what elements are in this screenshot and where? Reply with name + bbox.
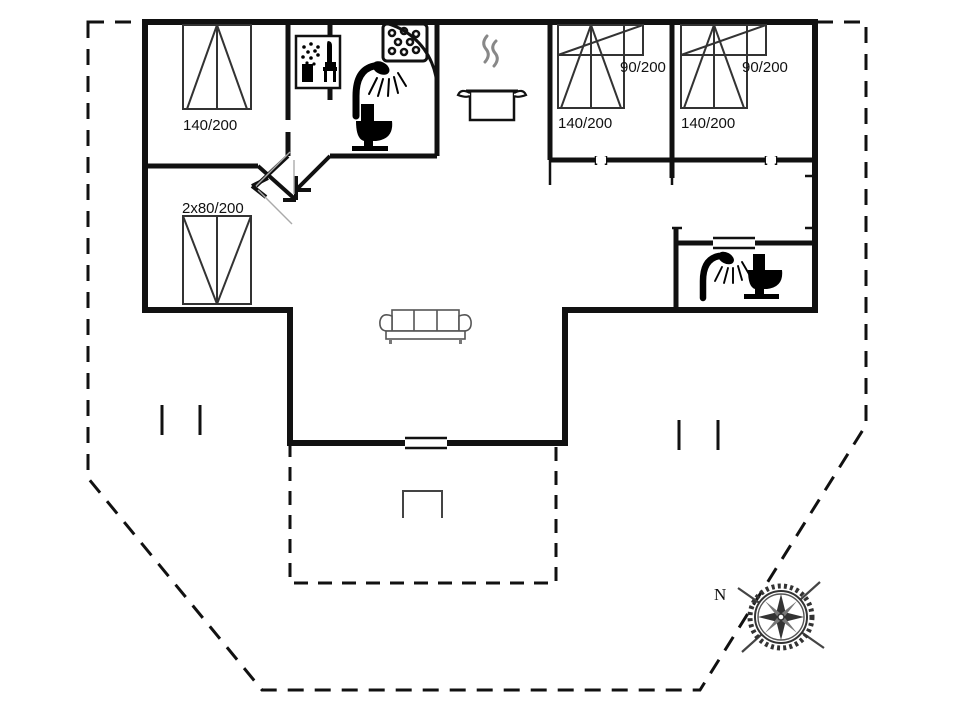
bed-bunk-left — [182, 215, 252, 305]
compass-rose-icon — [737, 581, 825, 653]
plot-boundary — [86, 20, 868, 692]
bed-label-bedroom3-main: 140/200 — [681, 115, 735, 132]
bed-bedroom2-single — [557, 24, 644, 56]
terrace-step — [402, 490, 443, 518]
doorway-gaps — [405, 156, 776, 447]
bed-label-bedroom2-main: 140/200 — [558, 115, 612, 132]
terrace-outline — [288, 443, 558, 585]
house-outer-walls — [142, 19, 818, 446]
north-label: N — [714, 585, 726, 604]
toilet-icon-bathroom1 — [352, 104, 393, 151]
shower-icon-bathroom2 — [699, 251, 750, 302]
bed-bedroom3-single — [680, 24, 767, 56]
ground-marker-right — [677, 420, 720, 450]
bed-master-left — [182, 24, 252, 110]
bed-label-bunk-left: 2x80/200 — [182, 200, 244, 217]
bed-bedroom3-main — [680, 24, 748, 109]
whirlpool-icon — [357, 19, 439, 91]
bed-label-bedroom2-single: 90/200 — [620, 59, 666, 76]
toilet-icon-bathroom2 — [744, 254, 783, 299]
shower-icon-bathroom1 — [352, 61, 407, 120]
door-swing-thin-lines — [255, 151, 295, 225]
sofa-icon — [379, 309, 472, 344]
bed-label-master-left: 140/200 — [183, 117, 237, 134]
sauna-icon — [294, 34, 342, 90]
interior-walls — [145, 22, 815, 310]
bed-label-bedroom3-single: 90/200 — [742, 59, 788, 76]
cooking-pot-icon — [456, 34, 528, 122]
ground-marker-left — [160, 405, 202, 435]
